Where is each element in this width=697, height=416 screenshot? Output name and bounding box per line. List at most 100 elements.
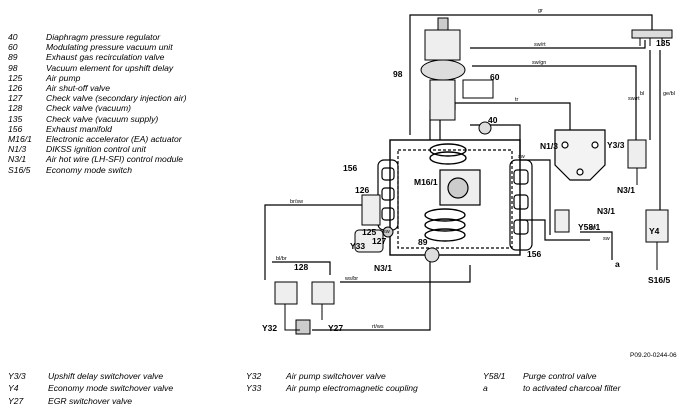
label-y33: Y33 xyxy=(350,241,365,251)
hose-gn xyxy=(580,231,613,260)
legend-code: M16/1 xyxy=(8,134,32,145)
hose-label-rtws: rt/ws xyxy=(372,324,384,330)
label-126: 126 xyxy=(355,185,369,195)
hose-label-swgn: sw/gn xyxy=(532,60,546,66)
label-n1-3: N1/3 xyxy=(540,141,558,151)
legend-description: Modulating pressure vacuum unit xyxy=(46,42,173,53)
label-y32: Y32 xyxy=(262,323,277,333)
egr-valve xyxy=(424,247,440,263)
legend-description: Diaphragm pressure regulator xyxy=(46,32,161,42)
hose-label-sw1: sw xyxy=(518,154,525,160)
hose-rt-ws xyxy=(312,262,431,331)
legend-code: N1/3 xyxy=(8,144,27,155)
hose-label-bbr: bl/br xyxy=(276,256,287,262)
footer-description: Air pump switchover valve xyxy=(286,371,386,381)
ignition-control-unit xyxy=(554,129,606,181)
legend-code: 125 xyxy=(8,72,23,83)
label-156-left: 156 xyxy=(343,163,357,173)
purge-control-valve xyxy=(554,209,570,233)
legend-code: 60 xyxy=(8,42,18,53)
legend-description: Air hot wire (LH-SFI) control module xyxy=(46,154,184,165)
footer-row: Y27 EGR switchover valve xyxy=(8,395,132,407)
label-a: a xyxy=(615,259,620,269)
footer-code: Y32 xyxy=(246,371,262,381)
legend-code: 89 xyxy=(8,52,18,63)
label-y58-1: Y58/1 xyxy=(578,222,600,232)
label-n3-1-b: N3/1 xyxy=(597,206,615,216)
label-40: 40 xyxy=(488,115,498,125)
hose-label-tr: tr xyxy=(515,97,519,103)
footer-description: to activated charcoal filter xyxy=(523,383,621,394)
label-89: 89 xyxy=(418,237,428,247)
legend-code: 40 xyxy=(8,32,18,42)
legend-row: N3/1 Air hot wire (LH-SFI) control module xyxy=(8,154,216,164)
footer-code: Y4 xyxy=(8,383,19,394)
legend-code: 135 xyxy=(8,113,23,124)
component-legend: 40 Diaphragm pressure regulator 60 Modulati… xyxy=(8,32,216,175)
hose-bl-br xyxy=(272,261,331,275)
hose-label-wsbr: ws/br xyxy=(344,276,358,282)
economy-mode-switchover-valve xyxy=(645,209,669,270)
hose-label-swr: sw/rt xyxy=(628,96,640,102)
legend-row: 127 Check valve (secondary injection air) xyxy=(8,93,216,103)
label-y27: Y27 xyxy=(328,323,343,333)
hose-label-gnbl: ge/bl xyxy=(663,91,675,97)
footer-description: Purge control valve xyxy=(523,371,597,381)
hose-label-sw2: sw xyxy=(383,229,390,235)
footer-row: Y32 Air pump switchover valve xyxy=(246,370,386,382)
hose-ws-br xyxy=(340,265,471,283)
legend-code: 128 xyxy=(8,103,23,114)
vacuum-units-98-60 xyxy=(420,17,494,121)
footer-code: Y33 xyxy=(246,383,262,394)
legend-description: Check valve (vacuum supply) xyxy=(46,113,159,124)
legend-code: N3/1 xyxy=(8,154,27,165)
label-y4: Y4 xyxy=(649,226,660,236)
lower-valves xyxy=(274,281,335,335)
footer-description: EGR switchover valve xyxy=(48,395,133,406)
exhaust-manifold-left xyxy=(377,159,399,231)
footer-code: Y27 xyxy=(8,395,24,406)
legend-description: Exhaust gas recirculation valve xyxy=(46,52,165,63)
label-n3-1-c: N3/1 xyxy=(374,263,392,273)
hose-sw-y58 xyxy=(519,205,590,241)
label-s16-5: S16/5 xyxy=(648,275,670,285)
footer-code: Y3/3 xyxy=(8,371,26,381)
hose-label-gr: gr xyxy=(538,8,543,14)
label-125: 125 xyxy=(362,227,376,237)
intake-coils xyxy=(424,143,467,242)
engine-block xyxy=(389,139,521,256)
legend-description: Air shut-off valve xyxy=(46,83,110,94)
label-135: 135 xyxy=(656,38,670,48)
legend-description: Electronic accelerator (EA) actuator xyxy=(46,134,182,145)
legend-row: 125 Air pump xyxy=(8,73,216,83)
legend-description: DIKSS ignition control unit xyxy=(46,144,146,155)
air-pump-group xyxy=(354,194,394,253)
hose-label-gn: gn xyxy=(590,225,596,231)
hose-label-swbr: br/sw xyxy=(290,199,303,205)
legend-row: M16/1 Electronic accelerator (EA) actuato… xyxy=(8,134,216,144)
legend-code: S16/5 xyxy=(8,164,31,175)
legend-description: Exhaust manifold xyxy=(46,123,112,134)
legend-row: N1/3 DIKSS ignition control unit xyxy=(8,144,216,154)
label-127: 127 xyxy=(372,236,386,246)
footer-row: Y4 Economy mode switchover valve xyxy=(8,382,173,394)
label-128: 128 xyxy=(294,262,308,272)
legend-code: 127 xyxy=(8,93,23,104)
legend-description: Air pump xyxy=(46,72,81,83)
legend-row: 89 Exhaust gas recirculation valve xyxy=(8,52,216,62)
hose-swgn xyxy=(472,65,637,150)
exhaust-manifold-right xyxy=(509,159,533,251)
hose-gr xyxy=(409,14,653,135)
footer-description: Economy mode switchover valve xyxy=(48,383,174,394)
legend-code: 156 xyxy=(8,123,23,134)
legend-code: 126 xyxy=(8,83,23,94)
legend-description: Check valve (secondary injection air) xyxy=(46,93,187,104)
hose-swbr xyxy=(264,204,378,280)
legend-row: 60 Modulating pressure vacuum unit xyxy=(8,42,216,52)
label-156-right: 156 xyxy=(527,249,541,259)
